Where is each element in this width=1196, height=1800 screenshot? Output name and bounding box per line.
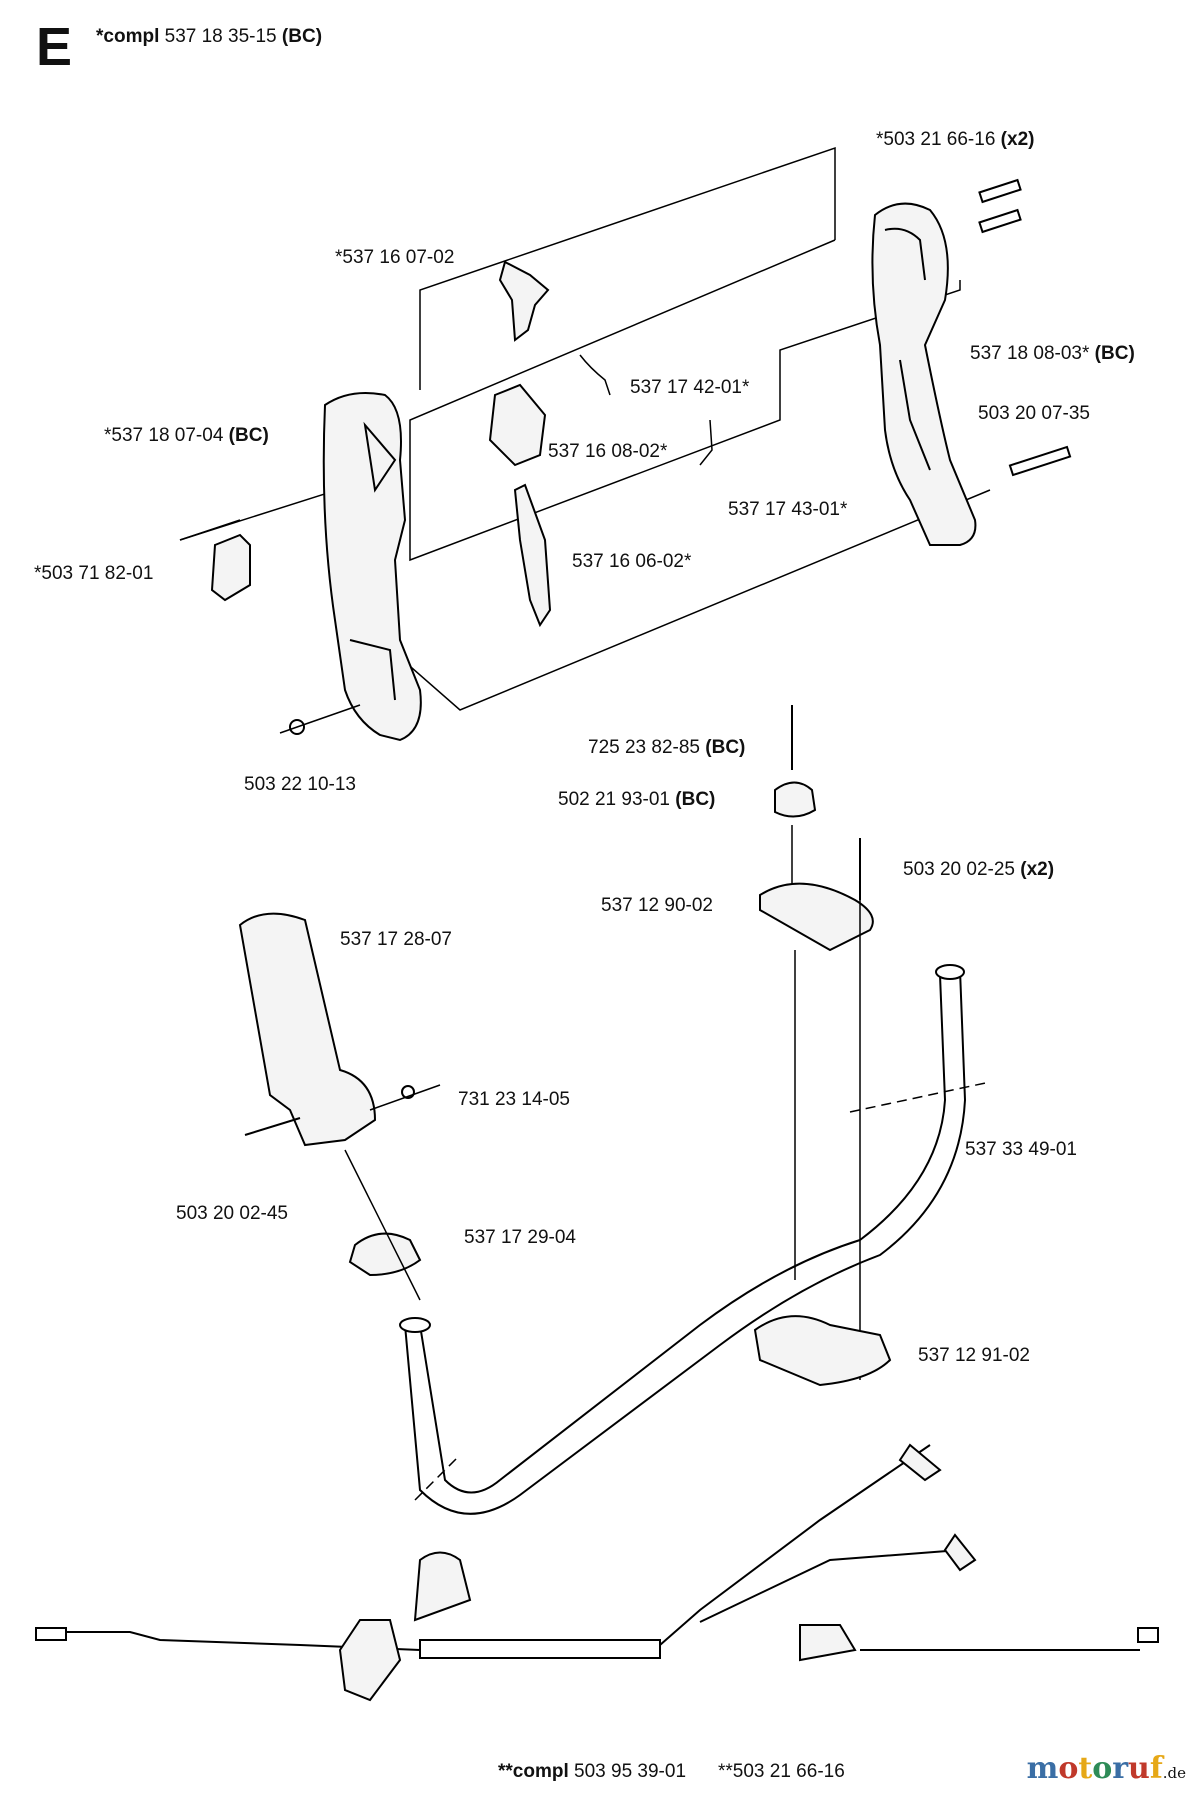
watermark-tld: .de (1162, 1764, 1186, 1782)
part-label[interactable]: 537 12 91-02 (918, 1345, 1030, 1366)
watermark-letter: u (1128, 1751, 1150, 1786)
watermark-letter: t (1078, 1751, 1093, 1786)
compl-suffix: (BC) (281, 26, 323, 47)
watermark-logo: motoruf.de (1027, 1751, 1186, 1786)
part-label[interactable]: 537 17 43-01* (728, 499, 848, 520)
part-label[interactable]: 537 17 29-04 (464, 1227, 576, 1248)
bracket-top-drawing (759, 882, 874, 952)
right-handle-half-drawing (871, 202, 977, 546)
watermark-letter: o (1058, 1751, 1079, 1786)
frame-line (419, 146, 836, 390)
spring-drawing (699, 419, 713, 466)
frame-line (179, 468, 991, 711)
part-label[interactable]: 725 23 82-85 (BC) (588, 737, 746, 758)
frame-line (409, 239, 961, 562)
watermark-letter: r (1112, 1751, 1129, 1786)
throttle-trigger-drawing (488, 383, 547, 467)
part-label[interactable]: 537 12 90-02 (601, 895, 713, 916)
leader (179, 519, 241, 541)
watermark-name: motoruf (1027, 1751, 1163, 1786)
part-label[interactable]: 503 22 10-13 (244, 774, 356, 795)
part-label[interactable]: 537 16 06-02* (572, 551, 692, 572)
part-label[interactable]: **503 21 66-16 (718, 1761, 845, 1782)
watermark-letter: m (1026, 1751, 1059, 1786)
part-label[interactable]: *537 18 07-04 (BC) (104, 425, 269, 446)
part-label[interactable]: 537 17 28-07 (340, 929, 452, 950)
compl-prefix: *compl (96, 26, 160, 47)
left-handle-half-drawing (322, 392, 422, 742)
part-label[interactable]: 502 21 93-01 (BC) (558, 789, 716, 810)
part-label[interactable]: 503 20 07-35 (978, 403, 1090, 424)
compl-number: 537 18 35-15 (164, 26, 277, 47)
front-grip-drawing (238, 912, 377, 1147)
spring-drawing (579, 354, 611, 396)
throttle-cable-drawing (35, 1443, 1159, 1702)
assembly-header: *compl 537 18 35-15 (BC) (96, 26, 322, 48)
cable-compl-label[interactable]: **compl 503 95 39-01 (498, 1761, 687, 1782)
part-label[interactable]: 503 20 02-25 (x2) (903, 859, 1055, 880)
part-label[interactable]: 537 33 49-01 (965, 1139, 1077, 1160)
handlebar-tube-drawing (404, 969, 967, 1515)
watermark-letter: f (1149, 1751, 1163, 1786)
part-label[interactable]: 731 23 14-05 (458, 1089, 570, 1110)
bolts-drawing (978, 178, 1072, 477)
part-label[interactable]: *537 16 07-02 (335, 247, 455, 268)
part-label[interactable]: 503 20 02-45 (176, 1203, 288, 1224)
throttle-lockout-drawing (498, 260, 550, 342)
stop-switch-drawing (210, 533, 251, 602)
section-letter: E (36, 17, 73, 77)
wing-knob-drawing (774, 781, 817, 818)
part-label[interactable]: *503 21 66-16 (x2) (876, 129, 1035, 150)
part-label[interactable]: 537 16 08-02* (548, 441, 668, 462)
bracket-bottom-drawing (753, 1315, 892, 1387)
lever-drawing (513, 483, 552, 628)
part-label[interactable]: 537 17 42-01* (630, 377, 750, 398)
part-label[interactable]: *503 71 82-01 (34, 563, 154, 584)
grip-clamp-drawing (348, 1232, 422, 1277)
part-label[interactable]: 537 18 08-03* (BC) (970, 343, 1135, 364)
watermark-letter: o (1092, 1751, 1113, 1786)
